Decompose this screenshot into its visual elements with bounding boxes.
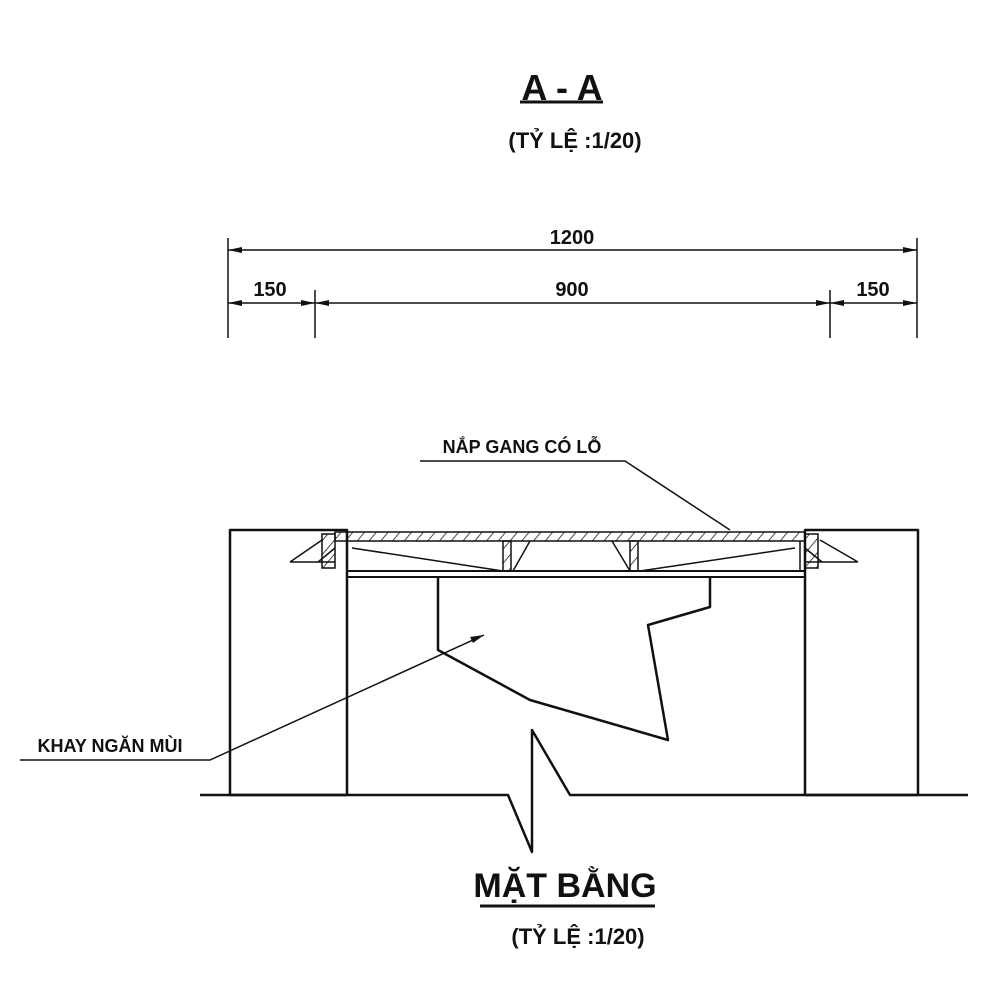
plan-scale: (TỶ LỆ :1/20) (511, 924, 644, 949)
dimension-lines (227, 238, 918, 338)
tray-break-line (436, 578, 712, 742)
right-wall (803, 528, 920, 797)
left-wall (228, 528, 349, 797)
cover-leader (420, 460, 731, 531)
tray-leader (20, 634, 485, 761)
plan-title: MẶT BẰNG (473, 867, 656, 905)
dim-right: 150 (856, 279, 889, 301)
dim-total: 1200 (550, 227, 595, 249)
cast-iron-grate (289, 531, 859, 578)
dim-middle: 900 (555, 279, 588, 301)
dim-left: 150 (253, 279, 286, 301)
ground-break-line (200, 728, 968, 854)
cover-label: NẮP GANG CÓ LỖ (443, 436, 602, 457)
section-scale: (TỶ LỆ :1/20) (508, 128, 641, 153)
arrowhead-icon (470, 635, 484, 643)
tray-label: KHAY NGĂN MÙI (37, 735, 182, 756)
